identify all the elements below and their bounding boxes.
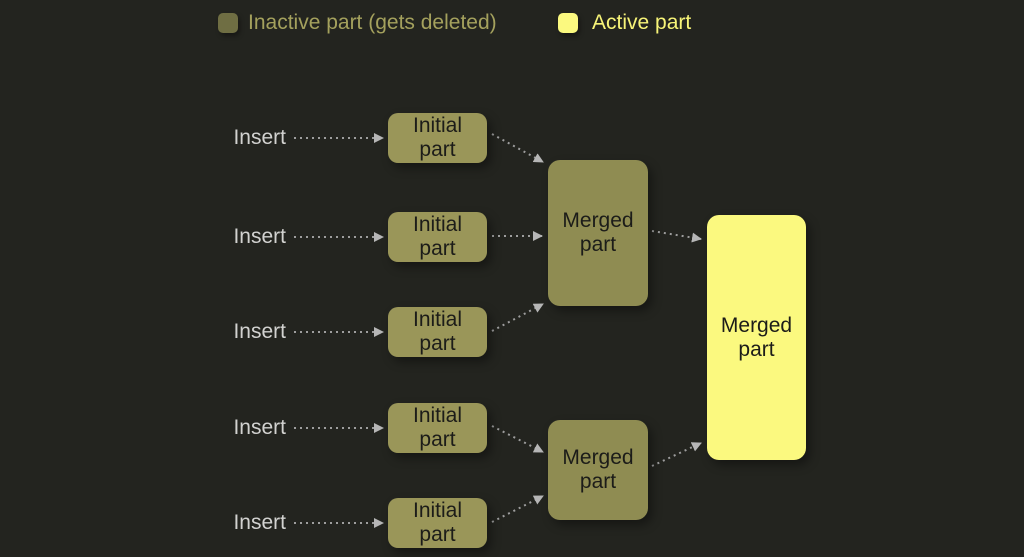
initial-part-box-2: Initial part (388, 212, 487, 262)
merged-part-box-active: Merged part (707, 215, 806, 460)
legend-active-label: Active part (592, 11, 692, 34)
initial-part-box-4: Initial part (388, 403, 487, 453)
insert-label-2: Insert (233, 225, 286, 248)
insert-label-5: Insert (233, 511, 286, 534)
arrow-initial-part-4-to-merged-bottom (491, 425, 544, 453)
arrow-initial-part-1-to-merged-top (491, 133, 544, 163)
initial-part-box-1: Initial part (388, 113, 487, 163)
active-part-swatch-icon (558, 13, 578, 33)
arrow-merged-bottom-to-merged-active (651, 442, 702, 467)
initial-part-box-3: Initial part (388, 307, 487, 357)
merged-part-box-top: Merged part (548, 160, 648, 306)
inactive-part-swatch-icon (218, 13, 238, 33)
insert-label-3: Insert (233, 320, 286, 343)
arrow-initial-part-3-to-merged-top (491, 303, 544, 332)
arrow-initial-part-5-to-merged-bottom (491, 495, 544, 523)
arrow-merged-top-to-merged-active (651, 230, 702, 243)
insert-label-4: Insert (233, 416, 286, 439)
legend-inactive-label: Inactive part (gets deleted) (248, 11, 497, 34)
merged-part-box-bottom: Merged part (548, 420, 648, 520)
insert-label-1: Insert (233, 126, 286, 149)
initial-part-box-5: Initial part (388, 498, 487, 548)
